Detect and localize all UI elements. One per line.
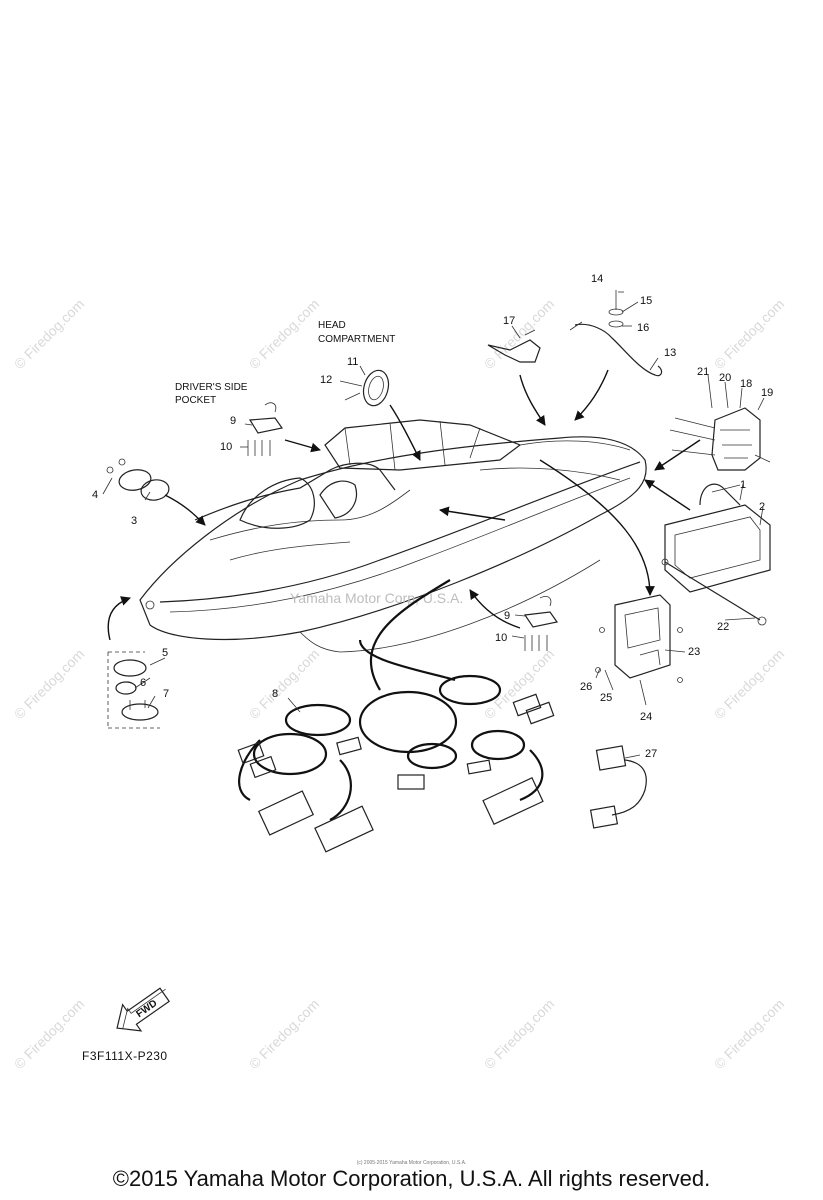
callout-11: 11 (347, 356, 358, 368)
callout-8: 8 (272, 688, 278, 700)
callout-20: 20 (719, 372, 731, 384)
watermark: © Firedog.com (11, 646, 87, 722)
boat-hull: Yamaha Motor Corp, U.S.A. (139, 419, 647, 653)
cable-22 (664, 561, 761, 621)
part-11-speaker (344, 369, 390, 407)
callout-18: 18 (740, 378, 752, 390)
arrows (107, 369, 701, 641)
watermark: © Firedog.com (711, 296, 787, 372)
callout-15: 15 (640, 295, 652, 307)
label-drivers-side: DRIVER'S SIDE (175, 382, 248, 393)
watermark: © Firedog.com (246, 646, 322, 722)
callout-5: 5 (162, 647, 168, 659)
callout-14: 14 (591, 273, 603, 285)
part-27-adapter (589, 745, 647, 829)
callout-23: 23 (688, 646, 700, 658)
cable-13 (569, 290, 663, 377)
watermark: © Firedog.com (711, 646, 787, 722)
part-23-box (595, 594, 683, 683)
callout-9: 9 (230, 415, 236, 427)
part-5-group (107, 651, 160, 729)
callout-6: 6 (140, 677, 146, 689)
callout-22: 22 (717, 621, 729, 633)
callout-3: 3 (131, 515, 137, 527)
watermark: © Firedog.com (481, 996, 557, 1072)
leader-lines (102, 291, 765, 759)
callout-24: 24 (640, 711, 652, 723)
watermark: © Firedog.com (711, 996, 787, 1072)
text-labels: HEAD COMPARTMENT DRIVER'S SIDE POCKET (175, 320, 395, 406)
watermark: © Firedog.com (11, 996, 87, 1072)
watermark: © Firedog.com (481, 296, 557, 372)
callout-19: 19 (761, 387, 773, 399)
label-pocket: POCKET (175, 395, 216, 406)
bracket-assembly (669, 407, 771, 471)
callout-7: 7 (163, 688, 169, 700)
callout-4: 4 (92, 489, 98, 501)
callout-16: 16 (637, 322, 649, 334)
wire-harness (237, 579, 555, 853)
callout-27: 27 (645, 748, 657, 760)
watermark: © Firedog.com (11, 296, 87, 372)
callout-25: 25 (600, 692, 612, 704)
callout-9-lower: 9 (504, 610, 510, 622)
label-head: HEAD (318, 320, 346, 331)
tiny-notice: (c) 2005-2015 Yamaha Motor Corporation, … (356, 1160, 467, 1166)
copyright-notice: ©2015 Yamaha Motor Corporation, U.S.A. A… (112, 1166, 711, 1191)
part-9-light-top (247, 402, 284, 456)
label-compartment: COMPARTMENT (318, 334, 395, 345)
callout-26: 26 (580, 681, 592, 693)
watermark: © Firedog.com (481, 646, 557, 722)
hull-watermark-text: Yamaha Motor Corp, U.S.A. (290, 590, 463, 606)
callout-13: 13 (664, 347, 676, 359)
callout-10-lower: 10 (495, 632, 507, 644)
diagram-code: F3F111X-P230 (82, 1049, 168, 1063)
callout-17: 17 (503, 315, 515, 327)
watermark: © Firedog.com (246, 296, 322, 372)
callout-1: 1 (740, 479, 746, 491)
part-17-switch (487, 329, 541, 363)
callout-numbers: 1 2 3 4 5 6 7 8 9 10 11 12 13 14 15 16 1… (92, 273, 773, 760)
callout-21: 21 (697, 366, 709, 378)
callout-2: 2 (759, 501, 765, 513)
part-3-cup-holder (106, 458, 170, 501)
part-9-light-lower (523, 596, 559, 651)
callout-10: 10 (220, 441, 232, 453)
watermark-layer: © Firedog.com © Firedog.com © Firedog.co… (11, 296, 787, 1072)
watermark: © Firedog.com (246, 996, 322, 1072)
battery-box (664, 483, 771, 593)
callout-12: 12 (320, 374, 332, 386)
fwd-arrow: FWD (116, 987, 170, 1032)
